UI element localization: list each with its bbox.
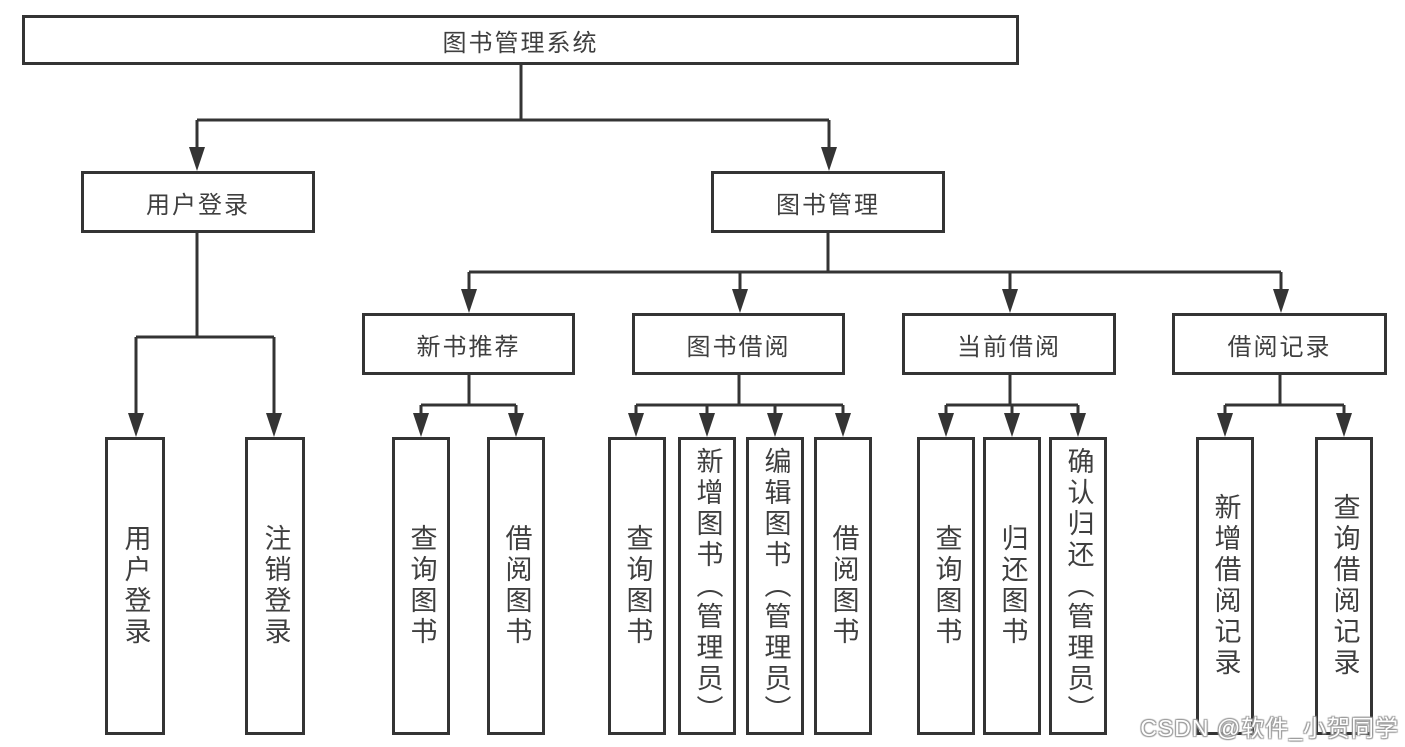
leaf-confirm-return-admin: 确认归还（管理员）: [1049, 437, 1107, 735]
leaf-query-books-recommend: 查询图书: [392, 437, 450, 735]
node-label: 借阅记录: [1227, 333, 1332, 361]
node-book-borrow: 图书借阅: [632, 313, 845, 375]
leaf-borrow-books-recommend: 借阅图书: [487, 437, 545, 735]
leaf-label: 新增借阅记录: [1210, 493, 1241, 679]
leaf-label: 注销登录: [260, 524, 291, 648]
leaf-edit-books-admin: 编辑图书（管理员）: [746, 437, 804, 735]
leaf-label: 查询借阅记录: [1329, 493, 1360, 679]
leaf-label: 借阅图书: [828, 524, 859, 648]
leaf-label: 借阅图书: [501, 524, 532, 648]
node-root-system: 图书管理系统: [22, 15, 1019, 65]
leaf-query-books-borrow: 查询图书: [608, 437, 666, 735]
node-current-borrow: 当前借阅: [902, 313, 1116, 375]
leaf-label: 编辑图书（管理员）: [760, 446, 791, 726]
leaf-label: 查询图书: [622, 524, 653, 648]
node-new-book-recommend: 新书推荐: [362, 313, 575, 375]
leaf-user-login: 用户登录: [105, 437, 165, 735]
node-label: 当前借阅: [957, 333, 1061, 361]
leaf-label: 归还图书: [997, 524, 1028, 648]
leaf-query-borrow-record: 查询借阅记录: [1315, 437, 1373, 735]
node-label: 图书管理系统: [442, 29, 599, 57]
node-label: 新书推荐: [416, 333, 521, 361]
leaf-logout: 注销登录: [245, 437, 305, 735]
node-user-login: 用户登录: [81, 171, 315, 233]
node-label: 图书借阅: [686, 333, 791, 361]
node-label: 用户登录: [146, 191, 250, 219]
leaf-label: 查询图书: [931, 524, 962, 648]
leaf-label: 用户登录: [120, 524, 151, 648]
leaf-label: 新增图书（管理员）: [692, 446, 723, 726]
leaf-query-books-current: 查询图书: [917, 437, 975, 735]
leaf-label: 查询图书: [406, 524, 437, 648]
node-book-management: 图书管理: [711, 171, 945, 233]
leaf-return-books: 归还图书: [983, 437, 1041, 735]
node-borrow-records: 借阅记录: [1172, 313, 1387, 375]
leaf-label: 确认归还（管理员）: [1063, 446, 1094, 726]
leaf-add-borrow-record: 新增借阅记录: [1196, 437, 1254, 735]
leaf-add-books-admin: 新增图书（管理员）: [678, 437, 736, 735]
leaf-borrow-books: 借阅图书: [814, 437, 872, 735]
node-label: 图书管理: [776, 191, 880, 219]
arrowheads: [128, 147, 1352, 437]
